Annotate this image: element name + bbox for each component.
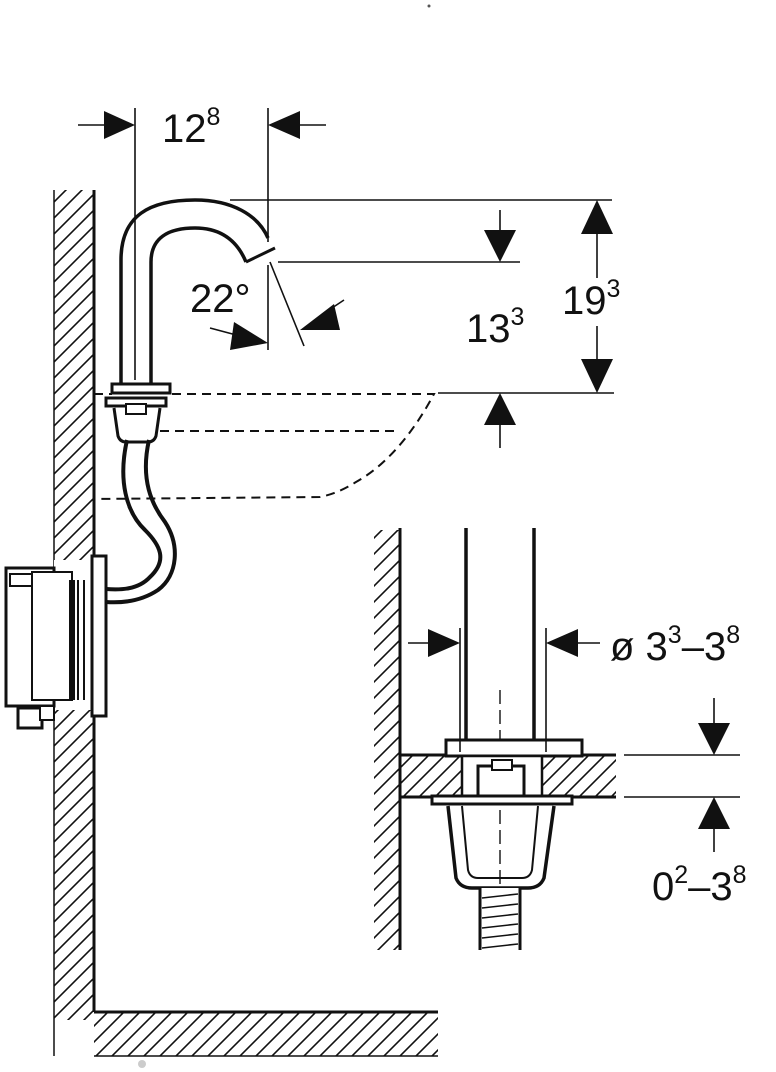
reach-dimension (78, 108, 326, 380)
angle-value: 22° (190, 277, 251, 321)
reach-sup: 8 (207, 103, 221, 131)
flexible-hose (105, 439, 177, 605)
detail-fixture (430, 528, 584, 950)
outlet-height-main: 13 (466, 307, 511, 351)
stray-dot (427, 4, 431, 8)
control-box (4, 554, 108, 730)
floor (94, 1010, 438, 1068)
thickness-sup1: 2 (674, 861, 688, 889)
thickness-value: 02–38 (652, 861, 747, 909)
diameter-dimension (408, 628, 600, 752)
detail-wall (374, 528, 402, 950)
spout-height-main: 19 (562, 279, 607, 323)
diameter-value: ø 33–38 (610, 621, 740, 669)
angle-dimension (209, 261, 345, 350)
mounting-fixture (104, 396, 168, 444)
thickness-dash: –3 (688, 865, 733, 909)
diameter-prefix: ø 3 (610, 625, 668, 669)
spout-height-value: 193 (562, 275, 620, 323)
basin-outline (93, 393, 436, 500)
thickness-main: 0 (652, 865, 674, 909)
diameter-sup1: 3 (668, 621, 682, 649)
outlet-height-value: 133 (466, 303, 524, 351)
outlet-height-sup: 3 (511, 303, 525, 331)
spout-height-sup: 3 (607, 275, 621, 303)
thickness-sup2: 8 (733, 861, 747, 889)
diameter-dash: –3 (682, 625, 727, 669)
diameter-sup2: 8 (726, 621, 740, 649)
height-dimensions (230, 199, 614, 448)
thickness-dimension (624, 698, 740, 852)
reach-value: 128 (162, 103, 220, 151)
faucet-spout (110, 198, 276, 395)
reach-main: 12 (162, 107, 207, 151)
